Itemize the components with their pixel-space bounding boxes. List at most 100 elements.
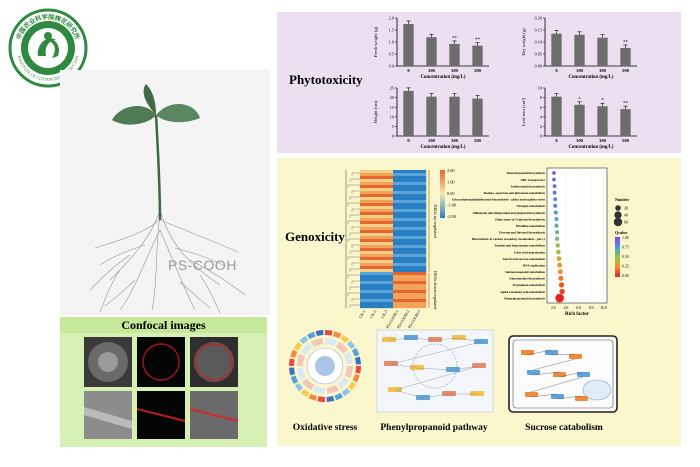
pathway-bubble	[559, 288, 565, 295]
heatmap-cell	[371, 278, 383, 282]
heatmap-cell	[393, 188, 405, 192]
heatmap-cell	[371, 245, 383, 249]
heatmap-cell	[415, 269, 427, 273]
pathway-edge	[394, 389, 424, 399]
logo-year: 1957	[43, 65, 54, 70]
heatmap-legend-label: 1.00	[447, 180, 455, 185]
institute-logo: 中国农业科学院棉花研究所 INSTITUTE OF COTTON RESEARC…	[8, 8, 88, 88]
heatmap-cell	[393, 281, 405, 285]
heatmap-cell	[371, 212, 383, 216]
heatmap-cell	[393, 230, 405, 234]
bar	[426, 37, 437, 66]
heatmap-cell	[393, 227, 405, 231]
confocal-title: Confocal images	[121, 318, 206, 332]
heatmap-cell	[415, 278, 427, 282]
heatmap-cell	[382, 215, 394, 219]
heatmap-cell	[393, 245, 405, 249]
heatmap-cell	[393, 239, 405, 243]
heatmap-cell	[404, 296, 416, 300]
heatmap-cell	[371, 206, 383, 210]
heatmap-cell	[371, 257, 383, 261]
x-tick-label: 500	[622, 68, 630, 73]
heatmap-cell	[393, 200, 405, 204]
heatmap-cell	[415, 263, 427, 267]
heatmap-cell	[360, 287, 372, 291]
enzyme-box	[553, 372, 566, 377]
heatmap-cell	[404, 179, 416, 183]
heatmap-cell	[382, 278, 394, 282]
heatmap-cell	[415, 224, 427, 228]
heatmap-cell	[360, 221, 372, 225]
heatmap-cell	[415, 200, 427, 204]
heatmap-cell	[404, 248, 416, 252]
heatmap-cell	[393, 182, 405, 186]
heatmap-cell	[382, 269, 394, 273]
sample-label: CK-1	[358, 309, 367, 319]
heatmap-cell	[371, 239, 383, 243]
heatmap-cell	[393, 275, 405, 279]
top-leaf	[143, 84, 156, 115]
heatmap-cell	[382, 254, 394, 258]
heatmap-cell	[382, 275, 394, 279]
heatmap-cell	[360, 179, 372, 183]
pathway-bubble	[554, 236, 560, 241]
enzyme-box	[575, 396, 588, 401]
row-dendrogram	[345, 170, 360, 308]
qvalue-legend-label: 0.75	[622, 246, 629, 250]
bubble-x-tick-label: 10.0	[601, 306, 608, 310]
dendrogram-branch	[351, 298, 360, 302]
x-tick-label: 0	[555, 68, 558, 73]
dendrogram-branch	[351, 244, 360, 248]
heatmap-cell	[415, 221, 427, 225]
pathway-bubble	[558, 282, 565, 288]
pathway-label: Glucosinolate biosynthesis	[509, 277, 546, 281]
outer-ring-segment	[351, 348, 360, 357]
outer-ring-segment	[317, 396, 325, 402]
oxidative-stress-figure: Oxidative stress	[289, 330, 361, 433]
enzyme-box	[525, 392, 538, 397]
heatmap-cell	[371, 299, 383, 303]
bar	[426, 96, 437, 136]
bar	[574, 104, 585, 136]
heatmap-cell	[415, 188, 427, 192]
heatmap-cell	[360, 272, 372, 276]
outer-ring-segment	[308, 393, 317, 401]
heatmap-cell	[393, 221, 405, 225]
heatmap-cell	[393, 248, 405, 252]
heatmap-cell	[382, 239, 394, 243]
pathway-label: Phenylpropanoid biosynthesis	[504, 296, 546, 300]
confocal-panel	[60, 317, 267, 447]
bar	[620, 109, 631, 136]
pathway-label: Tryptophan metabolism	[512, 283, 545, 287]
heatmap-cell	[404, 281, 416, 285]
heatmap-cell	[415, 287, 427, 291]
heatmap-cell	[382, 203, 394, 207]
bar	[597, 37, 608, 66]
heatmap-cell	[393, 179, 405, 183]
x-tick-label: 500	[474, 138, 482, 143]
dendrogram-branch	[349, 178, 360, 182]
enzyme-box	[527, 370, 540, 375]
pathway-node	[446, 367, 460, 372]
pathway-label: Biosynthesis of various secondary metabo…	[472, 237, 545, 241]
heatmap-cell	[404, 197, 416, 201]
y-tick-label: 8	[540, 95, 542, 100]
heatmap-cell	[415, 299, 427, 303]
heatmap-cell	[382, 236, 394, 240]
heatmap-cell	[382, 182, 394, 186]
x-axis-label: Concentration (mg/L)	[421, 145, 466, 150]
heatmap-cell	[371, 254, 383, 258]
heatmap-cell	[382, 257, 394, 261]
heatmap-cell	[371, 203, 383, 207]
heatmap-cell	[382, 218, 394, 222]
x-tick-label: 300	[451, 138, 459, 143]
sample-label: CK-2	[369, 309, 378, 319]
qvalue-legend-label: 0.50	[622, 255, 629, 259]
heatmap-cell	[415, 266, 427, 270]
dendrogram-branch	[347, 256, 360, 260]
heatmap-cell	[404, 305, 416, 309]
bar	[597, 106, 608, 136]
heatmap-cell	[360, 197, 372, 201]
